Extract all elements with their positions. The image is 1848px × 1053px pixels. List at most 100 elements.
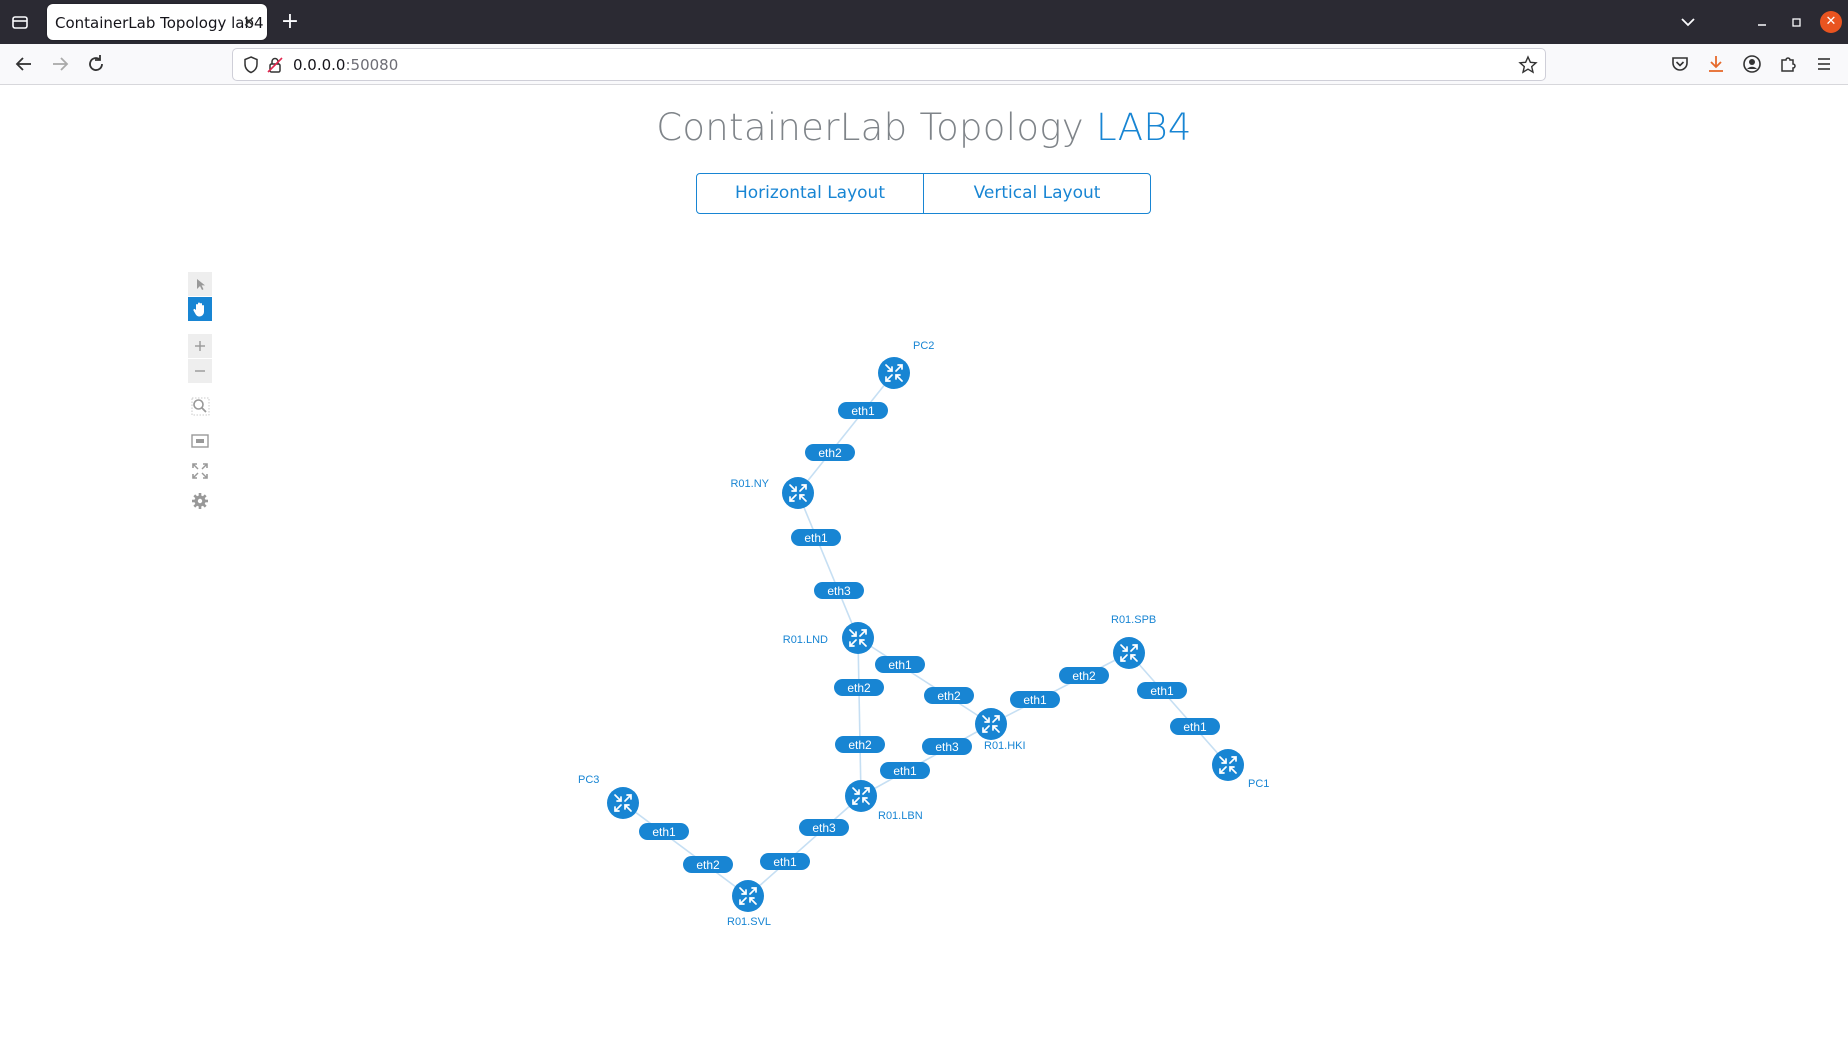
restore-icon[interactable]: [1786, 10, 1806, 34]
pocket-icon[interactable]: [1668, 52, 1692, 76]
page-title-prefix: ContainerLab Topology: [656, 106, 1097, 149]
account-icon[interactable]: [1740, 52, 1764, 76]
router-icon: [982, 715, 1000, 733]
url-text[interactable]: 0.0.0.0:50080: [293, 56, 398, 74]
node-label: PC1: [1248, 778, 1269, 790]
router-icon: [852, 787, 870, 805]
tab-title: ContainerLab Topology lab4: [55, 14, 264, 32]
layout-button-group: Horizontal Layout Vertical Layout: [696, 173, 1151, 214]
port-label-R01.HKI-eth3: eth3: [922, 738, 972, 755]
port-label-R01.LND-eth2: eth2: [834, 679, 884, 696]
url-bar[interactable]: 0.0.0.0:50080: [232, 48, 1546, 81]
download-icon[interactable]: [1704, 52, 1728, 76]
port-label-R01.SPB-eth1: eth1: [1137, 682, 1187, 699]
links-layer: [622, 372, 1229, 897]
port-label-R01.LBN-eth3: eth3: [799, 819, 849, 836]
zoom-to-region-icon[interactable]: [188, 394, 212, 418]
fullscreen-icon[interactable]: [188, 459, 212, 483]
link-R01.NY-R01.LND[interactable]: [797, 492, 859, 639]
tab-list-icon[interactable]: [8, 11, 32, 33]
bookmark-star-icon[interactable]: [1518, 55, 1538, 75]
node-R01.LBN[interactable]: R01.LBN: [845, 780, 923, 822]
link-R01.HKI-R01.SPB[interactable]: [990, 652, 1130, 725]
svg-text:eth1: eth1: [773, 855, 797, 869]
port-label-R01.LND-eth3: eth3: [814, 582, 864, 599]
horizontal-layout-button[interactable]: Horizontal Layout: [735, 183, 885, 203]
url-port: :50080: [345, 56, 399, 74]
zoom-out-icon[interactable]: [188, 359, 212, 383]
node-R01.HKI[interactable]: R01.HKI: [975, 708, 1026, 752]
link-R01.LND-R01.HKI[interactable]: [857, 637, 992, 725]
svg-text:eth2: eth2: [847, 681, 871, 695]
fit-view-icon[interactable]: [188, 429, 212, 453]
svg-text:eth3: eth3: [812, 821, 836, 835]
shield-icon[interactable]: [241, 55, 261, 75]
svg-text:eth1: eth1: [1150, 684, 1174, 698]
svg-text:eth1: eth1: [1183, 720, 1207, 734]
extensions-icon[interactable]: [1776, 52, 1800, 76]
node-R01.SPB[interactable]: R01.SPB: [1111, 614, 1156, 669]
back-icon[interactable]: [12, 52, 36, 76]
port-label-R01.SVL-eth1: eth1: [760, 853, 810, 870]
node-label: R01.SPB: [1111, 614, 1156, 626]
reload-icon[interactable]: [84, 52, 108, 76]
insecure-lock-icon[interactable]: [265, 55, 285, 75]
page-title-lab: LAB4: [1096, 106, 1192, 149]
port-label-R01.NY-eth2: eth2: [805, 444, 855, 461]
router-icon: [1120, 644, 1138, 662]
svg-text:eth2: eth2: [818, 446, 842, 460]
router-icon: [885, 364, 903, 382]
zoom-in-icon[interactable]: [188, 334, 212, 358]
node-label: R01.HKI: [984, 740, 1026, 752]
svg-text:eth3: eth3: [935, 740, 959, 754]
link-R01.LND-R01.LBN[interactable]: [857, 637, 862, 797]
vertical-layout-button[interactable]: Vertical Layout: [923, 174, 1150, 213]
svg-text:eth1: eth1: [1023, 693, 1047, 707]
select-mode-icon[interactable]: [188, 272, 212, 296]
port-label-R01.HKI-eth1: eth1: [1010, 691, 1060, 708]
router-icon: [849, 629, 867, 647]
node-label: R01.LBN: [878, 810, 923, 822]
node-R01.NY[interactable]: R01.NY: [730, 477, 814, 509]
port-label-R01.SVL-eth2: eth2: [683, 856, 733, 873]
port-label-R01.LBN-eth2: eth2: [835, 736, 885, 753]
svg-text:eth1: eth1: [893, 764, 917, 778]
port-label-PC1-eth1: eth1: [1170, 718, 1220, 735]
router-icon: [789, 484, 807, 502]
node-PC1[interactable]: PC1: [1212, 749, 1269, 790]
pan-hand-icon[interactable]: [188, 297, 212, 321]
menu-icon[interactable]: [1812, 52, 1836, 76]
svg-text:eth2: eth2: [1072, 669, 1096, 683]
node-label: R01.SVL: [727, 916, 771, 928]
node-PC2[interactable]: PC2: [878, 340, 934, 389]
node-label: PC2: [913, 340, 934, 352]
node-label: R01.NY: [730, 478, 769, 490]
forward-icon[interactable]: [48, 52, 72, 76]
browser-tab[interactable]: ContainerLab Topology lab4 ✕: [47, 4, 267, 40]
svg-text:eth2: eth2: [696, 858, 720, 872]
node-R01.LND[interactable]: R01.LND: [783, 622, 874, 654]
settings-gear-icon[interactable]: [188, 489, 212, 513]
close-tab-icon[interactable]: ✕: [242, 13, 256, 31]
page-title: ContainerLab Topology LAB4: [0, 106, 1848, 149]
url-host: 0.0.0.0: [293, 56, 346, 74]
svg-text:eth1: eth1: [888, 658, 912, 672]
link-PC3-R01.SVL[interactable]: [622, 802, 749, 897]
router-icon: [739, 887, 757, 905]
svg-text:eth2: eth2: [937, 689, 961, 703]
svg-text:eth2: eth2: [848, 738, 872, 752]
window-close-icon[interactable]: ✕: [1820, 11, 1842, 33]
link-R01.SPB-PC1[interactable]: [1128, 652, 1229, 766]
chevron-down-icon[interactable]: [1676, 10, 1700, 34]
node-PC3[interactable]: PC3: [578, 774, 639, 819]
link-R01.LBN-R01.SVL[interactable]: [747, 795, 862, 897]
minimize-icon[interactable]: [1752, 10, 1772, 34]
svg-text:eth1: eth1: [804, 531, 828, 545]
router-icon: [1219, 756, 1237, 774]
node-R01.SVL[interactable]: R01.SVL: [727, 880, 771, 928]
link-R01.HKI-R01.LBN[interactable]: [860, 723, 992, 797]
link-PC2-R01.NY[interactable]: [797, 372, 895, 494]
svg-text:eth1: eth1: [652, 825, 676, 839]
new-tab-button[interactable]: +: [280, 9, 300, 34]
